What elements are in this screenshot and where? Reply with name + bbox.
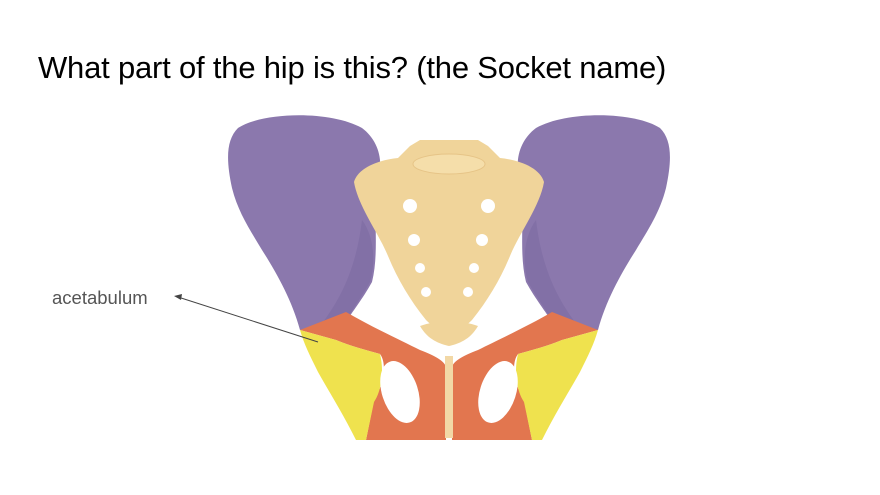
sacrum xyxy=(354,140,544,331)
acetabulum-label: acetabulum xyxy=(52,287,148,308)
arrowhead-icon xyxy=(174,294,182,300)
right-ischium xyxy=(516,330,598,440)
slide-title: What part of the hip is this? (the Socke… xyxy=(38,50,667,85)
left-ischium xyxy=(300,330,382,440)
annotation-arrow xyxy=(177,296,319,343)
left-ilium xyxy=(228,115,381,331)
right-ilium xyxy=(517,115,670,331)
